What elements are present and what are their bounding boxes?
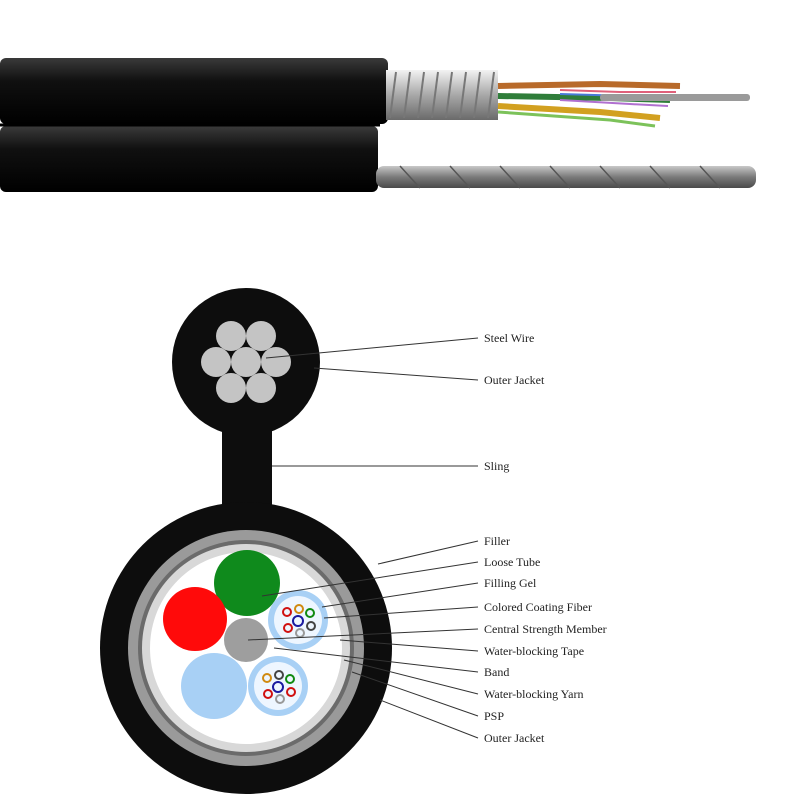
labels: Steel Wire Outer Jacket Sling Filler Loo… bbox=[484, 331, 607, 745]
leader-lines bbox=[247, 337, 479, 739]
label-outer-jacket-bottom: Outer Jacket bbox=[484, 731, 545, 745]
label-steel-wire: Steel Wire bbox=[484, 331, 534, 345]
label-water-blocking-yarn: Water-blocking Yarn bbox=[484, 687, 583, 701]
cable-photo-icon bbox=[0, 58, 756, 192]
filler-blue bbox=[181, 653, 247, 719]
label-outer-jacket-top: Outer Jacket bbox=[484, 373, 545, 387]
filler-red bbox=[163, 587, 227, 651]
filler-green bbox=[214, 550, 280, 616]
label-sling: Sling bbox=[484, 459, 509, 473]
label-loose-tube: Loose Tube bbox=[484, 555, 540, 569]
label-water-blocking-tape: Water-blocking Tape bbox=[484, 644, 584, 658]
cable-cross-section-icon bbox=[100, 288, 392, 794]
label-filling-gel: Filling Gel bbox=[484, 576, 537, 590]
label-band: Band bbox=[484, 665, 509, 679]
loose-tube-lower bbox=[248, 656, 308, 716]
label-central-strength-member: Central Strength Member bbox=[484, 622, 607, 636]
label-filler: Filler bbox=[484, 534, 510, 548]
central-strength-member bbox=[224, 618, 268, 662]
loose-tube-upper bbox=[268, 590, 328, 650]
steel-wire-strands bbox=[201, 321, 291, 403]
label-psp: PSP bbox=[484, 709, 504, 723]
label-colored-coating-fiber: Colored Coating Fiber bbox=[484, 600, 592, 614]
